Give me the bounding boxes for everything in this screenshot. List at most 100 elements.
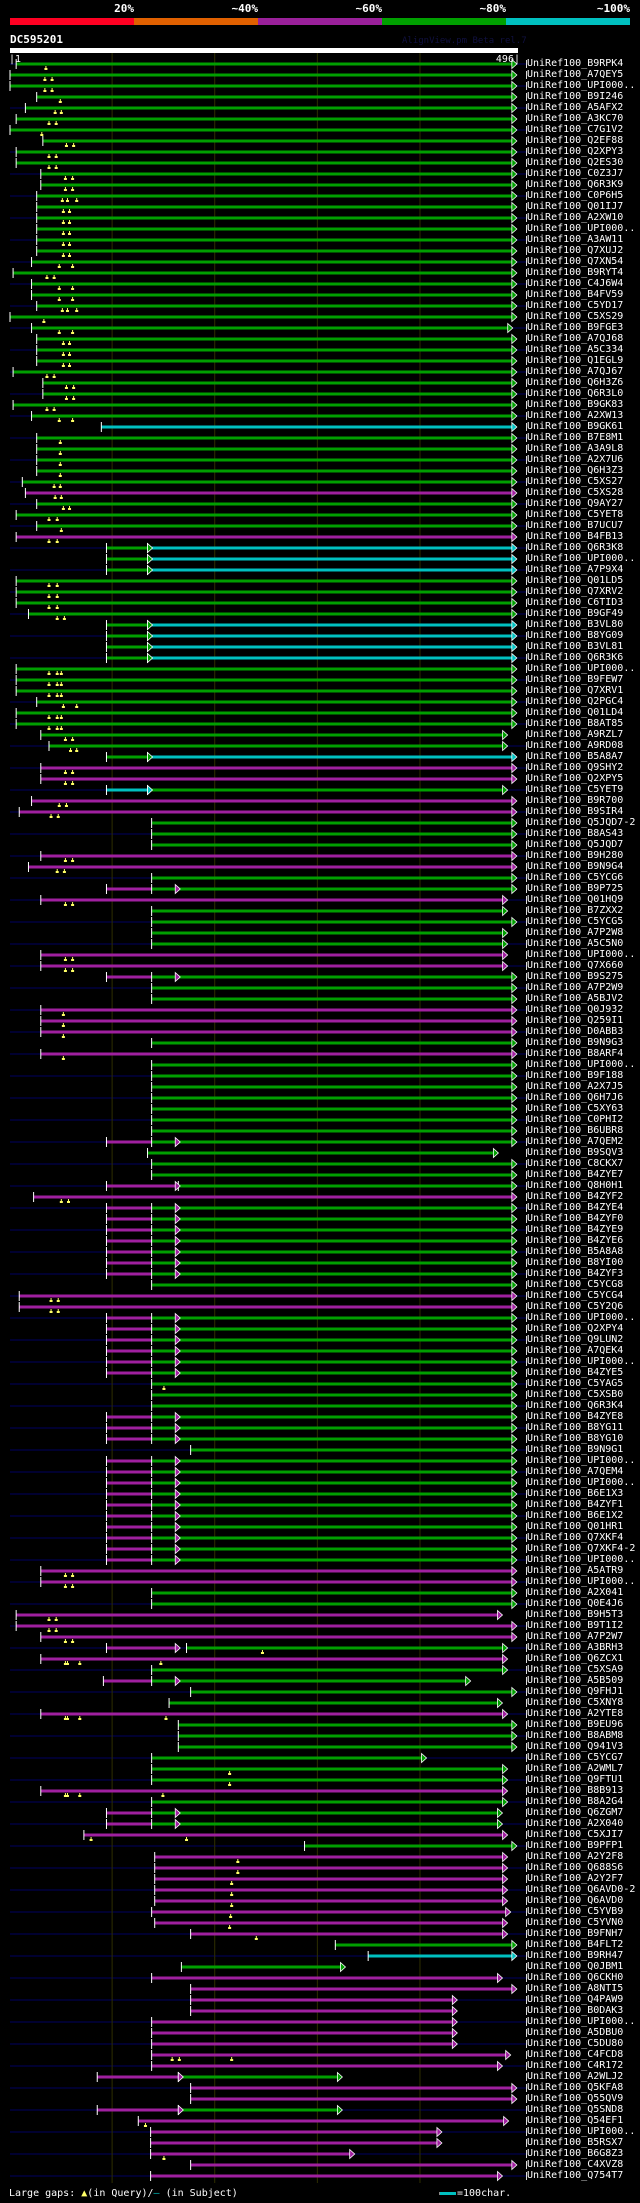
hit-label[interactable]: UniRef100_B9SIR4	[527, 806, 624, 817]
hit-label[interactable]: UniRef100_Q941V3	[527, 1741, 624, 1752]
hit-label[interactable]: UniRef100_A5BJV2	[527, 993, 624, 1004]
hit-label[interactable]: UniRef100_B8AT85	[527, 718, 624, 729]
hit-label[interactable]: UniRef100_B4ZYF0	[527, 1213, 624, 1224]
hit-label[interactable]: UniRef100_UPI000..	[527, 553, 636, 564]
hit-label[interactable]: UniRef100_Q6H3Z3	[527, 465, 624, 476]
hit-label[interactable]: UniRef100_Q6H7J6	[527, 1092, 624, 1103]
hit-label[interactable]: UniRef100_Q7XKF4	[527, 1532, 624, 1543]
hit-label[interactable]: UniRef100_B3VL80	[527, 619, 624, 630]
hit-label[interactable]: UniRef100_A5AFX2	[527, 102, 624, 113]
hit-label[interactable]: UniRef100_Q6R3K6	[527, 652, 624, 663]
hit-label[interactable]: UniRef100_B5RSX7	[527, 2137, 624, 2148]
hit-label[interactable]: UniRef100_Q2XPY5	[527, 773, 624, 784]
hit-label[interactable]: UniRef100_B9H5T3	[527, 1609, 624, 1620]
hit-label[interactable]: UniRef100_B0DAK3	[527, 2005, 624, 2016]
hit-label[interactable]: UniRef100_B9SQV3	[527, 1147, 624, 1158]
hit-label[interactable]: UniRef100_A2XW13	[527, 410, 624, 421]
hit-label[interactable]: UniRef100_B7E8M1	[527, 432, 624, 443]
hit-label[interactable]: UniRef100_UPI000..	[527, 1312, 636, 1323]
hit-label[interactable]: UniRef100_B4ZYE9	[527, 1224, 624, 1235]
hit-label[interactable]: UniRef100_Q0JBM1	[527, 1961, 624, 1972]
hit-label[interactable]: UniRef100_B8YG11	[527, 1422, 624, 1433]
hit-label[interactable]: UniRef100_A5B509	[527, 1675, 624, 1686]
hit-label[interactable]: UniRef100_B8YG09	[527, 630, 624, 641]
hit-label[interactable]: UniRef100_Q8H0H1	[527, 1180, 624, 1191]
hit-label[interactable]: UniRef100_B9P725	[527, 883, 624, 894]
hit-label[interactable]: UniRef100_UPI000..	[527, 2126, 636, 2137]
hit-label[interactable]: UniRef100_C6TID3	[527, 597, 624, 608]
hit-label[interactable]: UniRef100_A2Y2F8	[527, 1851, 624, 1862]
hit-label[interactable]: UniRef100_B8ABM8	[527, 1730, 624, 1741]
hit-label[interactable]: UniRef100_A5DBU0	[527, 2027, 624, 2038]
hit-label[interactable]: UniRef100_A7P2W8	[527, 927, 624, 938]
hit-label[interactable]: UniRef100_A2X040	[527, 1818, 624, 1829]
hit-label[interactable]: UniRef100_Q2PGC4	[527, 696, 624, 707]
hit-label[interactable]: UniRef100_Q6AVD0	[527, 1895, 624, 1906]
hit-label[interactable]: UniRef100_B9RH47	[527, 1950, 624, 1961]
hit-label[interactable]: UniRef100_C4J6W4	[527, 278, 624, 289]
hit-label[interactable]: UniRef100_B8YI00	[527, 1257, 624, 1268]
hit-label[interactable]: UniRef100_Q7X660	[527, 960, 624, 971]
hit-label[interactable]: UniRef100_C5YCG5	[527, 916, 624, 927]
hit-label[interactable]: UniRef100_A2WML7	[527, 1763, 624, 1774]
hit-label[interactable]: UniRef100_Q9AY27	[527, 498, 624, 509]
hit-label[interactable]: UniRef100_Q6ZCX1	[527, 1653, 624, 1664]
hit-label[interactable]: UniRef100_Q259I1	[527, 1015, 624, 1026]
hit-label[interactable]: UniRef100_C5YAG5	[527, 1378, 624, 1389]
hit-label[interactable]: UniRef100_Q4PAW9	[527, 1994, 624, 2005]
hit-label[interactable]: UniRef100_B4ZYE7	[527, 1169, 624, 1180]
hit-label[interactable]: UniRef100_A8NTI5	[527, 1983, 624, 1994]
hit-label[interactable]: UniRef100_B9S275	[527, 971, 624, 982]
hit-label[interactable]: UniRef100_B9GF49	[527, 608, 624, 619]
hit-label[interactable]: UniRef100_C0PHI2	[527, 1114, 624, 1125]
hit-label[interactable]: UniRef100_C4R172	[527, 2060, 624, 2071]
hit-label[interactable]: UniRef100_A3BRH3	[527, 1642, 624, 1653]
hit-label[interactable]: UniRef100_B5A8A8	[527, 1246, 624, 1257]
hit-label[interactable]: UniRef100_Q5JQD7	[527, 839, 624, 850]
hit-label[interactable]: UniRef100_Q6R3K4	[527, 1400, 624, 1411]
hit-label[interactable]: UniRef100_Q5SND8	[527, 2104, 624, 2115]
hit-label[interactable]: UniRef100_A3AW11	[527, 234, 624, 245]
hit-label[interactable]: UniRef100_Q7XRV2	[527, 586, 624, 597]
hit-label[interactable]: UniRef100_A7P2W9	[527, 982, 624, 993]
hit-label[interactable]: UniRef100_C5XS29	[527, 311, 624, 322]
hit-label[interactable]: UniRef100_Q6H3Z6	[527, 377, 624, 388]
hit-label[interactable]: UniRef100_A5C334	[527, 344, 624, 355]
hit-label[interactable]: UniRef100_B9EU96	[527, 1719, 624, 1730]
hit-label[interactable]: UniRef100_B7ZXX2	[527, 905, 624, 916]
hit-label[interactable]: UniRef100_A9RD08	[527, 740, 624, 751]
hit-label[interactable]: UniRef100_D0ABB3	[527, 1026, 624, 1037]
hit-label[interactable]: UniRef100_Q754T7	[527, 2170, 624, 2181]
hit-label[interactable]: UniRef100_Q6ZGM7	[527, 1807, 624, 1818]
hit-label[interactable]: UniRef100_Q01LD5	[527, 575, 624, 586]
hit-label[interactable]: UniRef100_C5YET8	[527, 509, 624, 520]
hit-label[interactable]: UniRef100_B3VL81	[527, 641, 624, 652]
hit-label[interactable]: UniRef100_UPI000..	[527, 1059, 636, 1070]
hit-label[interactable]: UniRef100_Q6R3K9	[527, 179, 624, 190]
hit-label[interactable]: UniRef100_C5YVN0	[527, 1917, 624, 1928]
hit-label[interactable]: UniRef100_UPI000..	[527, 663, 636, 674]
hit-label[interactable]: UniRef100_C5XSA9	[527, 1664, 624, 1675]
hit-label[interactable]: UniRef100_A5ATR9	[527, 1565, 624, 1576]
hit-label[interactable]: UniRef100_C4FCD8	[527, 2049, 624, 2060]
hit-label[interactable]: UniRef100_B9I246	[527, 91, 624, 102]
hit-label[interactable]: UniRef100_B9FNH7	[527, 1928, 624, 1939]
hit-label[interactable]: UniRef100_C5XY63	[527, 1103, 624, 1114]
hit-label[interactable]: UniRef100_B9N9G1	[527, 1444, 624, 1455]
hit-label[interactable]: UniRef100_Q2EF88	[527, 135, 624, 146]
hit-label[interactable]: UniRef100_B9H280	[527, 850, 624, 861]
hit-label[interactable]: UniRef100_Q2ES30	[527, 157, 624, 168]
hit-label[interactable]: UniRef100_Q0E4J6	[527, 1598, 624, 1609]
hit-label[interactable]: UniRef100_C8CKX7	[527, 1158, 624, 1169]
hit-label[interactable]: UniRef100_C5YET9	[527, 784, 624, 795]
hit-label[interactable]: UniRef100_B4FLT2	[527, 1939, 624, 1950]
hit-label[interactable]: UniRef100_Q7XN54	[527, 256, 624, 267]
hit-label[interactable]: UniRef100_B6UBR8	[527, 1125, 624, 1136]
hit-label[interactable]: UniRef100_B7UCU7	[527, 520, 624, 531]
hit-label[interactable]: UniRef100_C4XVZ8	[527, 2159, 624, 2170]
hit-label[interactable]: UniRef100_C0Z3J7	[527, 168, 624, 179]
hit-label[interactable]: UniRef100_Q54EF1	[527, 2115, 624, 2126]
hit-label[interactable]: UniRef100_Q01LD4	[527, 707, 624, 718]
hit-label[interactable]: UniRef100_C0P6H5	[527, 190, 624, 201]
hit-label[interactable]: UniRef100_UPI000..	[527, 1576, 636, 1587]
